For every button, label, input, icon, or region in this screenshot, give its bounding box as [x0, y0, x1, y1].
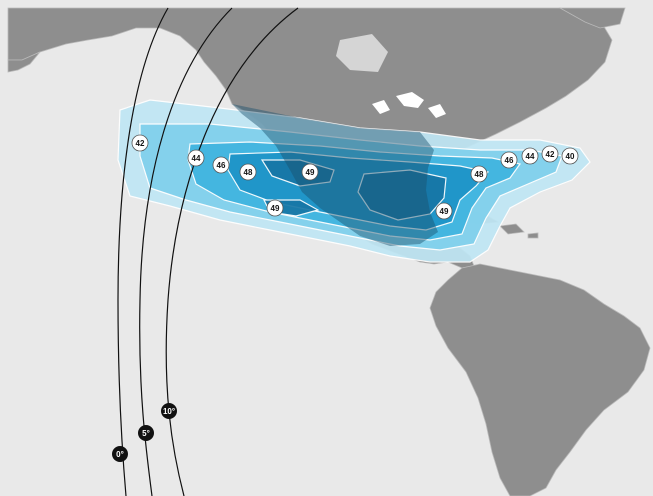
contour-labels: 42 44 46 48 49 49 49 48 46 44 42 40 [131, 134, 579, 220]
contour-label-l48-east: 48 [470, 165, 488, 183]
svg-text:46: 46 [217, 161, 226, 170]
elevation-label-e5: 5° [138, 425, 154, 441]
contour-label-l49-north: 49 [301, 163, 319, 181]
land-overlay-usa [232, 104, 438, 246]
svg-text:44: 44 [192, 154, 201, 163]
svg-text:49: 49 [306, 168, 315, 177]
svg-text:42: 42 [136, 139, 145, 148]
svg-text:48: 48 [244, 168, 253, 177]
elevation-arcs [117, 7, 299, 496]
south-america-landmass [429, 263, 651, 496]
elevation-labels: 0° 5° 10° [112, 403, 177, 462]
svg-text:48: 48 [475, 170, 484, 179]
elevation-arc-2 [165, 7, 299, 496]
hudson-bay [336, 34, 388, 72]
great-lakes [372, 92, 446, 118]
svg-text:46: 46 [505, 156, 514, 165]
elevation-arc-0 [117, 7, 169, 496]
svg-text:44: 44 [526, 152, 535, 161]
svg-text:0°: 0° [116, 450, 124, 459]
contour-label-l40-east: 40 [561, 147, 579, 165]
contour-label-l42-east: 42 [541, 145, 559, 163]
svg-text:49: 49 [271, 204, 280, 213]
contour-label-l42-west: 42 [131, 134, 149, 152]
svg-text:5°: 5° [142, 429, 150, 438]
puerto-rico [527, 232, 539, 239]
contour-label-l49-gulf: 49 [435, 202, 453, 220]
svg-text:10°: 10° [163, 407, 175, 416]
elevation-label-e10: 10° [161, 403, 177, 419]
contour-label-l46-east: 46 [500, 151, 518, 169]
greenland-landmass [558, 7, 626, 29]
contour-label-l48-west: 48 [239, 163, 257, 181]
hispaniola [499, 223, 525, 235]
contour-label-l44-west: 44 [187, 149, 205, 167]
contour-label-l49-south: 49 [266, 199, 284, 217]
svg-text:40: 40 [566, 152, 575, 161]
alaska-peninsula [7, 51, 41, 73]
svg-text:42: 42 [546, 150, 555, 159]
beam-coverage [117, 99, 591, 263]
elevation-label-e0: 0° [112, 446, 128, 462]
svg-text:49: 49 [440, 207, 449, 216]
elevation-arc-1 [139, 7, 233, 496]
contour-label-l44-east: 44 [521, 147, 539, 165]
contour-label-l46-west: 46 [212, 156, 230, 174]
